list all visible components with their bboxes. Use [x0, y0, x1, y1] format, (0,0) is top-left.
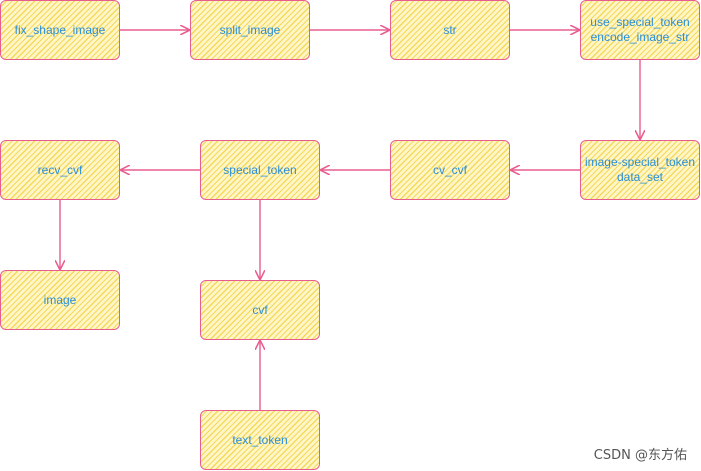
node-image[interactable]: image	[0, 270, 120, 330]
node-label: cvf	[252, 302, 268, 317]
node-label-line-2: data_set	[616, 170, 664, 184]
node-label-line-1: image-special_token	[584, 155, 696, 169]
node-label: text_token	[232, 432, 288, 447]
node-label: fix_shape_image	[14, 22, 106, 37]
node-cv-cvf[interactable]: cv_cvf	[390, 140, 510, 200]
node-label: image	[43, 292, 77, 307]
node-label-line-2: encode_image_str	[590, 30, 690, 44]
node-fix-shape-image[interactable]: fix_shape_image	[0, 0, 120, 60]
node-label-line-1: use_special_token	[590, 15, 690, 29]
node-use-special-token[interactable]: use_special_token encode_image_str	[580, 0, 700, 60]
node-text-token[interactable]: text_token	[200, 410, 320, 470]
node-image-special-token[interactable]: image-special_token data_set	[580, 140, 700, 200]
node-split-image[interactable]: split_image	[190, 0, 310, 60]
watermark: CSDN @东方佑	[593, 448, 687, 463]
node-label: cv_cvf	[432, 162, 467, 177]
node-special-token[interactable]: special_token	[200, 140, 320, 200]
node-label: str	[443, 22, 457, 37]
node-label: special_token	[223, 162, 297, 177]
node-str[interactable]: str	[390, 0, 510, 60]
node-recv-cvf[interactable]: recv_cvf	[0, 140, 120, 200]
node-label: split_image	[219, 22, 281, 37]
node-cvf[interactable]: cvf	[200, 280, 320, 340]
node-label: recv_cvf	[37, 162, 83, 177]
